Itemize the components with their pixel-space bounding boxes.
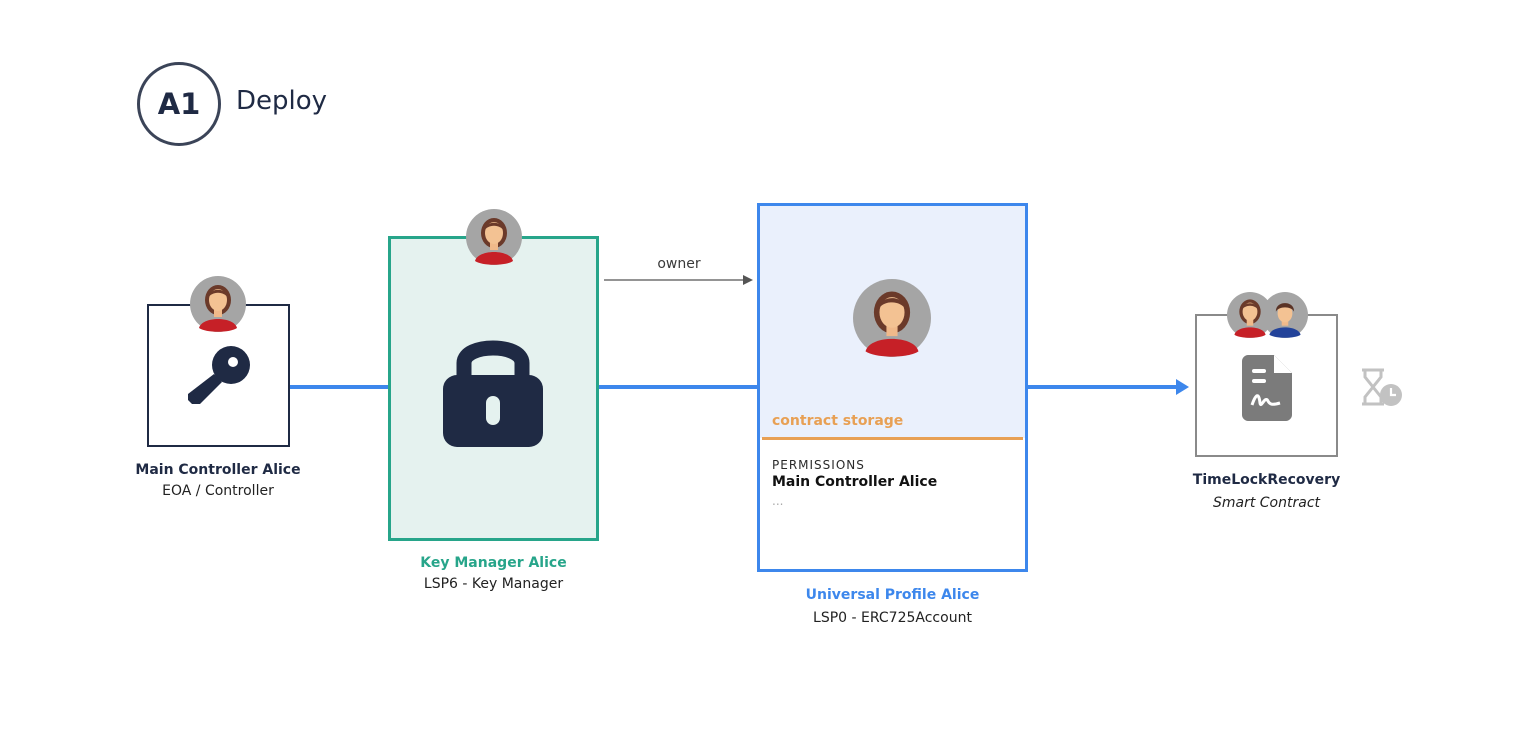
step-badge: A1 [137, 62, 221, 146]
connector-controller-to-keymanager [290, 385, 388, 389]
step-badge-label: A1 [157, 87, 201, 121]
timelock-subtitle: Smart Contract [1212, 495, 1321, 511]
alice-avatar-icon [1227, 292, 1273, 338]
connector-profile-to-timelock [1028, 385, 1180, 389]
timelock-name: TimeLockRecovery [1192, 472, 1341, 488]
main-controller-name: Main Controller Alice [135, 462, 301, 478]
permissions-key: PERMISSIONS [772, 458, 865, 472]
key-manager-subtitle: LSP6 - Key Manager [423, 576, 564, 592]
universal-profile-name: Universal Profile Alice [805, 587, 980, 603]
contract-storage-label: contract storage [772, 413, 904, 429]
alice-avatar-icon [466, 209, 522, 265]
alice-avatar-icon [190, 276, 246, 332]
lock-icon [443, 340, 543, 447]
step-title: Deploy [236, 86, 328, 116]
alice-avatar-icon [853, 279, 931, 357]
main-controller-subtitle: EOA / Controller [162, 483, 274, 499]
contract-storage-divider [762, 437, 1023, 440]
bob-avatar-icon [1262, 292, 1308, 338]
universal-profile-subtitle: LSP0 - ERC725Account [813, 610, 972, 626]
key-icon [188, 346, 250, 404]
contract-document-icon [1242, 355, 1292, 421]
owner-arrow [604, 275, 753, 285]
connector-keymanager-to-profile [599, 385, 757, 389]
permissions-more: ... [772, 494, 784, 508]
arrowhead-icon [1176, 379, 1189, 395]
key-manager-name: Key Manager Alice [420, 555, 567, 571]
hourglass-clock-icon [1362, 368, 1402, 406]
permissions-value: Main Controller Alice [772, 474, 938, 490]
owner-label: owner [657, 256, 701, 272]
